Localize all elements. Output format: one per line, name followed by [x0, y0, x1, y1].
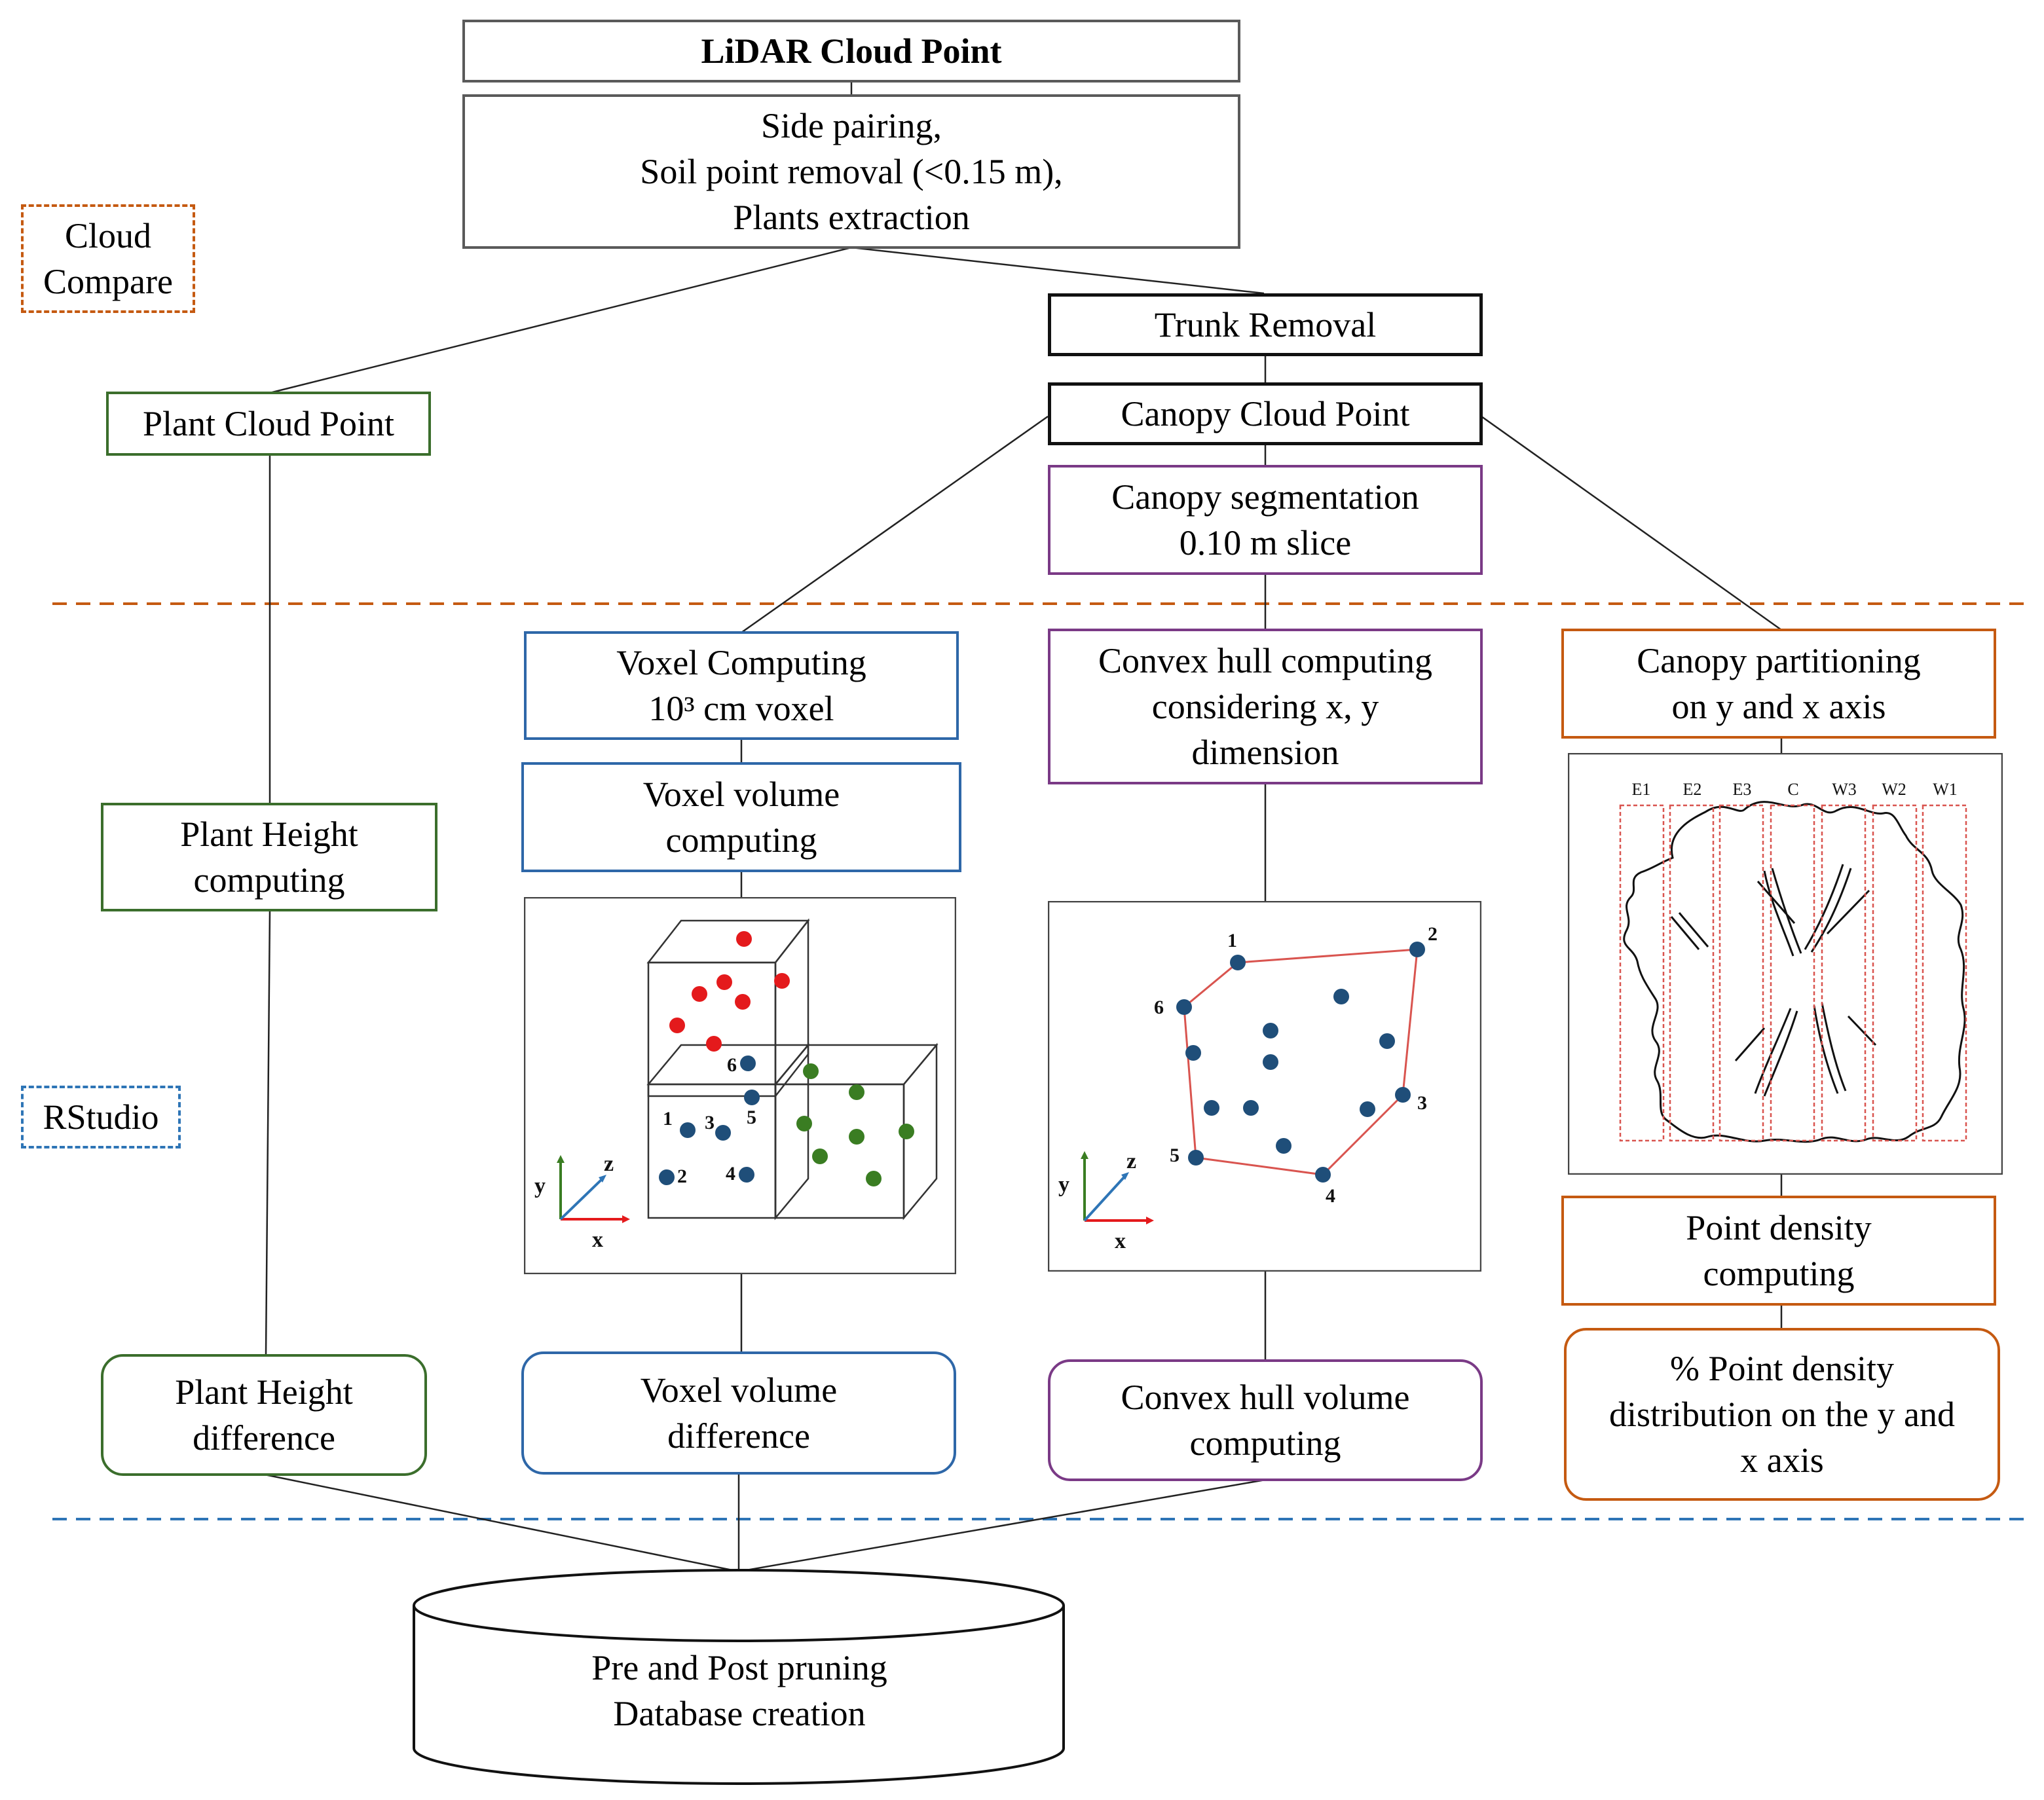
convex-hull-volume-line-1: Convex hull volume: [1121, 1378, 1410, 1417]
hull-vertex-label-5: 5: [1170, 1145, 1180, 1166]
plant-height-computing-line-2: computing: [193, 860, 345, 900]
convex-hull-volume-line-2: computing: [1189, 1423, 1341, 1463]
hull-points: [1176, 942, 1425, 1183]
canopy-segmentation-box: Canopy segmentation 0.10 m slice: [1048, 465, 1483, 575]
database-line-1: Pre and Post pruning: [591, 1648, 887, 1687]
hull-vertex-label-3: 3: [1417, 1092, 1427, 1114]
partition-col-w2: W2: [1882, 780, 1906, 799]
point-density-distribution-box: % Point density distribution on the y an…: [1564, 1328, 2000, 1501]
hull-axis-y: y: [1058, 1173, 1069, 1197]
hull-vertex-label-4: 4: [1326, 1185, 1335, 1207]
convex-hull-figure: 1 2 3 4 5 6 x y z: [1048, 901, 1481, 1272]
point-density-distribution-line-2: distribution on the y and: [1609, 1395, 1955, 1434]
trunk-removal-box: Trunk Removal: [1048, 293, 1483, 356]
partition-col-c: C: [1787, 780, 1798, 799]
hull-vertex-label-6: 6: [1154, 997, 1164, 1018]
preprocess-box: Side pairing, Soil point removal (<0.15 …: [462, 94, 1240, 249]
voxel-computing-box: Voxel Computing 10³ cm voxel: [524, 631, 959, 740]
trunk-removal-label: Trunk Removal: [1154, 305, 1377, 344]
voxel-volume-computing-box: Voxel volume computing: [521, 762, 961, 872]
canopy-partitioning-line-2: on y and x axis: [1671, 687, 1886, 726]
hull-vertex-label-1: 1: [1227, 930, 1237, 951]
rstudio-label: RStudio: [43, 1097, 159, 1137]
red-voxel-points: [669, 931, 790, 1052]
plant-height-difference-box: Plant Height difference: [101, 1354, 427, 1476]
preprocess-line-2: Soil point removal (<0.15 m),: [640, 152, 1063, 191]
partition-col-e2: E2: [1683, 780, 1702, 799]
rstudio-tag: RStudio: [21, 1086, 181, 1148]
lidar-label: LiDAR Cloud Point: [701, 31, 1002, 71]
canopy-cloud-point-box: Canopy Cloud Point: [1048, 382, 1483, 445]
blue-voxel-points: [659, 1056, 760, 1185]
convex-hull-line-1: Convex hull computing: [1098, 641, 1432, 680]
voxel-volume-computing-line-1: Voxel volume: [642, 775, 840, 814]
partition-col-e3: E3: [1733, 780, 1752, 799]
canopy-partition-figure: E1 E2 E3 C W3 W2 W1: [1568, 753, 2003, 1175]
hull-vertex-label-2: 2: [1428, 923, 1438, 945]
convex-hull-line-2: considering x, y: [1151, 687, 1379, 726]
plant-height-difference-line-1: Plant Height: [175, 1372, 353, 1412]
canopy-partitioning-line-1: Canopy partitioning: [1637, 641, 1921, 680]
plant-height-computing-box: Plant Height computing: [101, 803, 437, 911]
voxel-point-label-6: 6: [727, 1054, 737, 1076]
voxel-point-label-5: 5: [747, 1107, 756, 1128]
voxel-point-label-3: 3: [705, 1112, 715, 1133]
convex-hull-volume-box: Convex hull volume computing: [1048, 1359, 1483, 1481]
convex-hull-computing-box: Convex hull computing considering x, y d…: [1048, 629, 1483, 784]
point-density-computing-line-2: computing: [1703, 1254, 1855, 1293]
lidar-cloud-point-box: LiDAR Cloud Point: [462, 20, 1240, 83]
database-line-2: Database creation: [613, 1694, 866, 1733]
hull-axis-z: z: [1126, 1149, 1136, 1173]
partition-col-w1: W1: [1933, 780, 1958, 799]
point-density-distribution-line-3: x axis: [1740, 1441, 1824, 1480]
preprocess-line-1: Side pairing,: [761, 106, 942, 145]
point-density-computing-box: Point density computing: [1561, 1196, 1996, 1306]
voxel-volume-difference-line-2: difference: [667, 1416, 810, 1456]
canopy-segmentation-line-1: Canopy segmentation: [1111, 477, 1419, 517]
plant-height-computing-line-1: Plant Height: [180, 815, 358, 854]
database-label: Pre and Post pruning Database creation: [414, 1645, 1065, 1736]
voxel-computing-line-2: 10³ cm voxel: [648, 689, 834, 728]
cloud-compare-line-1: Cloud: [64, 216, 152, 255]
canopy-segmentation-line-2: 0.10 m slice: [1179, 523, 1352, 562]
voxel-point-label-1: 1: [663, 1108, 673, 1130]
voxel-volume-difference-line-1: Voxel volume: [640, 1370, 838, 1410]
point-density-computing-line-1: Point density: [1686, 1208, 1872, 1247]
connectors: [264, 81, 1783, 1573]
cloud-compare-tag: Cloud Compare: [21, 204, 195, 313]
green-voxel-points: [796, 1063, 914, 1186]
voxel-axis-z: z: [604, 1152, 614, 1176]
cloud-compare-line-2: Compare: [43, 262, 173, 301]
partition-columns: [1619, 804, 1967, 1142]
canopy-partitioning-box: Canopy partitioning on y and x axis: [1561, 629, 1996, 739]
plant-height-difference-line-2: difference: [193, 1418, 335, 1458]
preprocess-line-3: Plants extraction: [733, 198, 970, 237]
hull-axis-x: x: [1115, 1229, 1126, 1253]
database-cylinder: [413, 1569, 1065, 1785]
voxel-volume-difference-box: Voxel volume difference: [521, 1351, 956, 1475]
voxel-figure: 1 2 3 4 5 6 x y z: [524, 897, 956, 1274]
convex-hull-line-3: dimension: [1191, 733, 1339, 772]
plant-cloud-label: Plant Cloud Point: [142, 404, 395, 443]
canopy-cloud-label: Canopy Cloud Point: [1121, 394, 1410, 433]
partition-col-w3: W3: [1832, 780, 1857, 799]
voxel-point-label-2: 2: [677, 1166, 687, 1187]
plant-cloud-point-box: Plant Cloud Point: [106, 392, 431, 456]
voxel-computing-line-1: Voxel Computing: [616, 643, 866, 682]
voxel-axis-y: y: [534, 1174, 546, 1198]
voxel-point-label-4: 4: [726, 1163, 735, 1185]
voxel-axis-x: x: [592, 1228, 603, 1252]
partition-col-e1: E1: [1632, 780, 1651, 799]
point-density-distribution-line-1: % Point density: [1669, 1349, 1894, 1388]
voxel-volume-computing-line-2: computing: [665, 820, 817, 860]
